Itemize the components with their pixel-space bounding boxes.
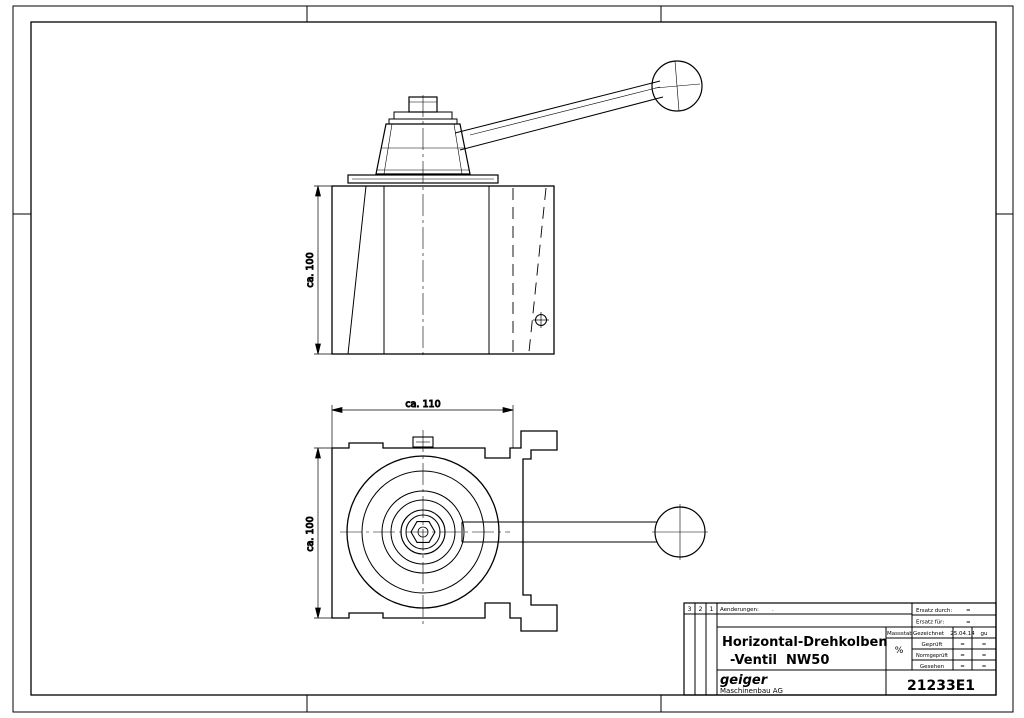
checked-date: =: [960, 642, 965, 648]
norm-checked-date: =: [960, 653, 965, 659]
top-view: ca. 110 ca. 100: [305, 399, 708, 632]
norm-checked-label: Normgeprüft: [916, 653, 948, 659]
dimension-label-height-front: ca. 100: [305, 252, 316, 287]
replaced-by-value: =: [966, 608, 971, 614]
changes-label: Aenderungen:: [720, 607, 759, 613]
replacement-for-value: =: [966, 620, 971, 626]
valve-body-top-outline: [331, 430, 558, 632]
body-taper-line: [347, 185, 367, 355]
seen-label: Gesehen: [920, 664, 945, 670]
inner-border: [30, 21, 997, 696]
checked-label: Geprüft: [922, 642, 944, 648]
lever-ball-centerline-v: [674, 60, 680, 112]
dimension-width-top: [331, 405, 514, 448]
company-name: Maschinenbau AG: [720, 687, 783, 695]
dimension-label-width-top: ca. 110: [405, 399, 440, 410]
title-block: 3 2 1 Aenderungen: . Ersatz durch: = Ers…: [683, 602, 997, 696]
replacement-for-label: Ersatz für:: [916, 620, 944, 626]
replaced-by-label: Ersatz durch:: [916, 608, 952, 614]
drawn-date: 25.04.14: [950, 631, 975, 637]
lever-ball-front: [651, 60, 703, 112]
drawing-title-line2: -Ventil NW50: [730, 653, 829, 668]
hidden-lines: [512, 187, 547, 353]
changes-value: .: [772, 607, 774, 613]
front-view: ca. 100: [305, 60, 703, 358]
sheet-frame: [12, 5, 1014, 713]
seen-by: =: [982, 664, 987, 670]
outer-border: [12, 5, 1014, 713]
norm-checked-by: =: [982, 653, 987, 659]
scale-value: %: [895, 646, 904, 656]
revision-col-1: 1: [710, 606, 714, 613]
drawn-label: Gezeichnet: [913, 631, 945, 637]
lever-handle-front: [454, 80, 664, 151]
dimension-height-top: [314, 447, 349, 619]
seen-date: =: [960, 664, 965, 670]
drawn-by: gu: [981, 631, 988, 637]
conical-hub: [375, 123, 471, 175]
lever-handle-top: [461, 521, 657, 543]
valve-body-front: [331, 185, 555, 355]
drawing-title-line1: Horizontal-Drehkolben: [722, 635, 888, 650]
drawing-number: 21233E1: [907, 678, 975, 694]
scale-label: Massstab: [887, 631, 913, 637]
checked-by: =: [982, 642, 987, 648]
revision-col-3: 3: [688, 606, 692, 613]
dimension-label-height-top: ca. 100: [305, 516, 316, 551]
revision-col-2: 2: [699, 606, 703, 613]
company-logo: geiger: [720, 673, 769, 688]
dimension-height-front: [314, 185, 332, 355]
lever-ball-centerline-h: [654, 83, 701, 89]
